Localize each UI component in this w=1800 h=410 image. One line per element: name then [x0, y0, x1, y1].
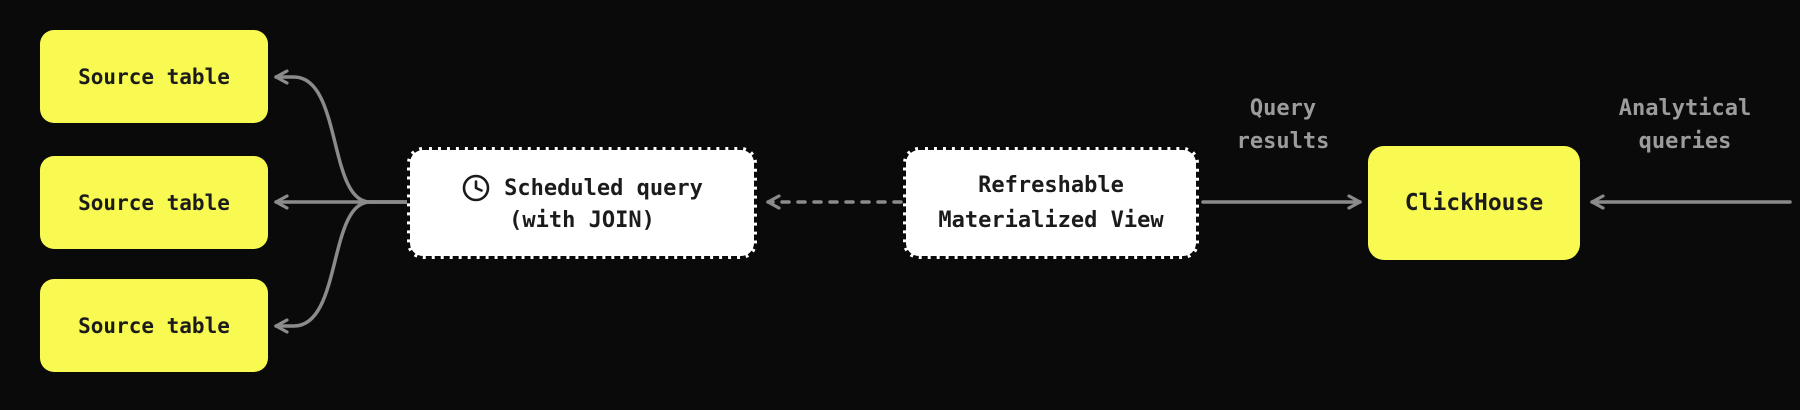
source-table-node-2: Source table	[40, 156, 268, 249]
clock-icon	[462, 174, 490, 202]
materialized-view-label-line2: Materialized View	[938, 207, 1164, 233]
source-table-label: Source table	[78, 64, 230, 89]
analytical-queries-line1: Analytical	[1618, 96, 1752, 121]
source-table-node-3: Source table	[40, 279, 268, 372]
scheduled-query-title-row: Scheduled query	[461, 173, 703, 203]
materialized-view-label-line1: Refreshable	[978, 172, 1124, 198]
clickhouse-label: ClickHouse	[1404, 190, 1544, 216]
query-results-label: Query results	[1237, 92, 1330, 158]
source-table-label: Source table	[78, 313, 230, 338]
source-table-node-1: Source table	[40, 30, 268, 123]
edge-scheduled-to-source-3	[274, 200, 409, 334]
query-results-line1: Query	[1249, 96, 1317, 121]
scheduled-query-node: Scheduled query (with JOIN)	[407, 147, 757, 259]
analytical-queries-label: Analytical queries	[1619, 92, 1751, 158]
query-results-line2: results	[1236, 129, 1330, 154]
clickhouse-node: ClickHouse	[1368, 146, 1580, 260]
analytical-queries-line2: queries	[1638, 129, 1732, 154]
edge-scheduled-to-source-1	[274, 69, 409, 204]
source-table-label: Source table	[78, 190, 230, 215]
scheduled-query-sublabel: (with JOIN)	[509, 208, 655, 233]
scheduled-query-label: Scheduled query	[504, 175, 703, 201]
materialized-view-node: Refreshable Materialized View	[903, 147, 1199, 259]
